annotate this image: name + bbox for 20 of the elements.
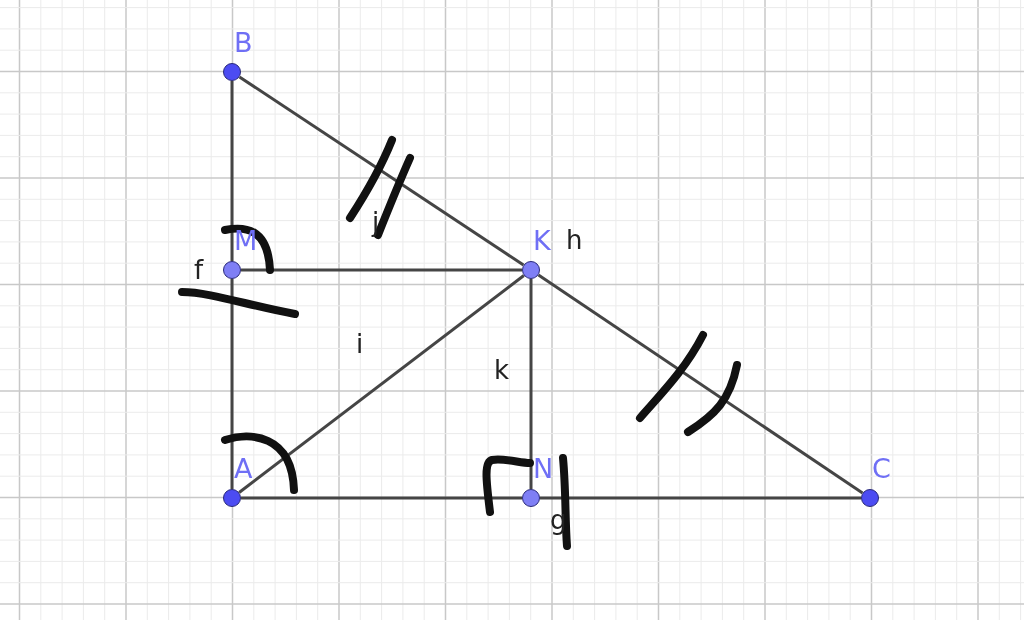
point-label: B bbox=[234, 28, 253, 58]
line-segment bbox=[241, 268, 522, 272]
line-segment bbox=[241, 496, 522, 500]
point-label: A bbox=[234, 454, 253, 484]
segment-name: h bbox=[566, 226, 583, 254]
point-label: M bbox=[234, 226, 258, 256]
line-segment bbox=[540, 496, 861, 500]
line-segment bbox=[230, 81, 234, 261]
segment-name: f bbox=[194, 256, 204, 284]
line-segment bbox=[238, 274, 525, 494]
line-segment bbox=[529, 279, 533, 489]
point-label: N bbox=[533, 454, 554, 484]
point-label: K bbox=[533, 226, 551, 256]
segment-name: k bbox=[494, 356, 510, 384]
segment-name: j bbox=[372, 208, 380, 236]
line-segment bbox=[230, 279, 234, 489]
line-segment bbox=[537, 273, 864, 495]
line-segment bbox=[238, 75, 525, 267]
point-label: C bbox=[872, 454, 891, 484]
segment-name: i bbox=[356, 330, 364, 358]
